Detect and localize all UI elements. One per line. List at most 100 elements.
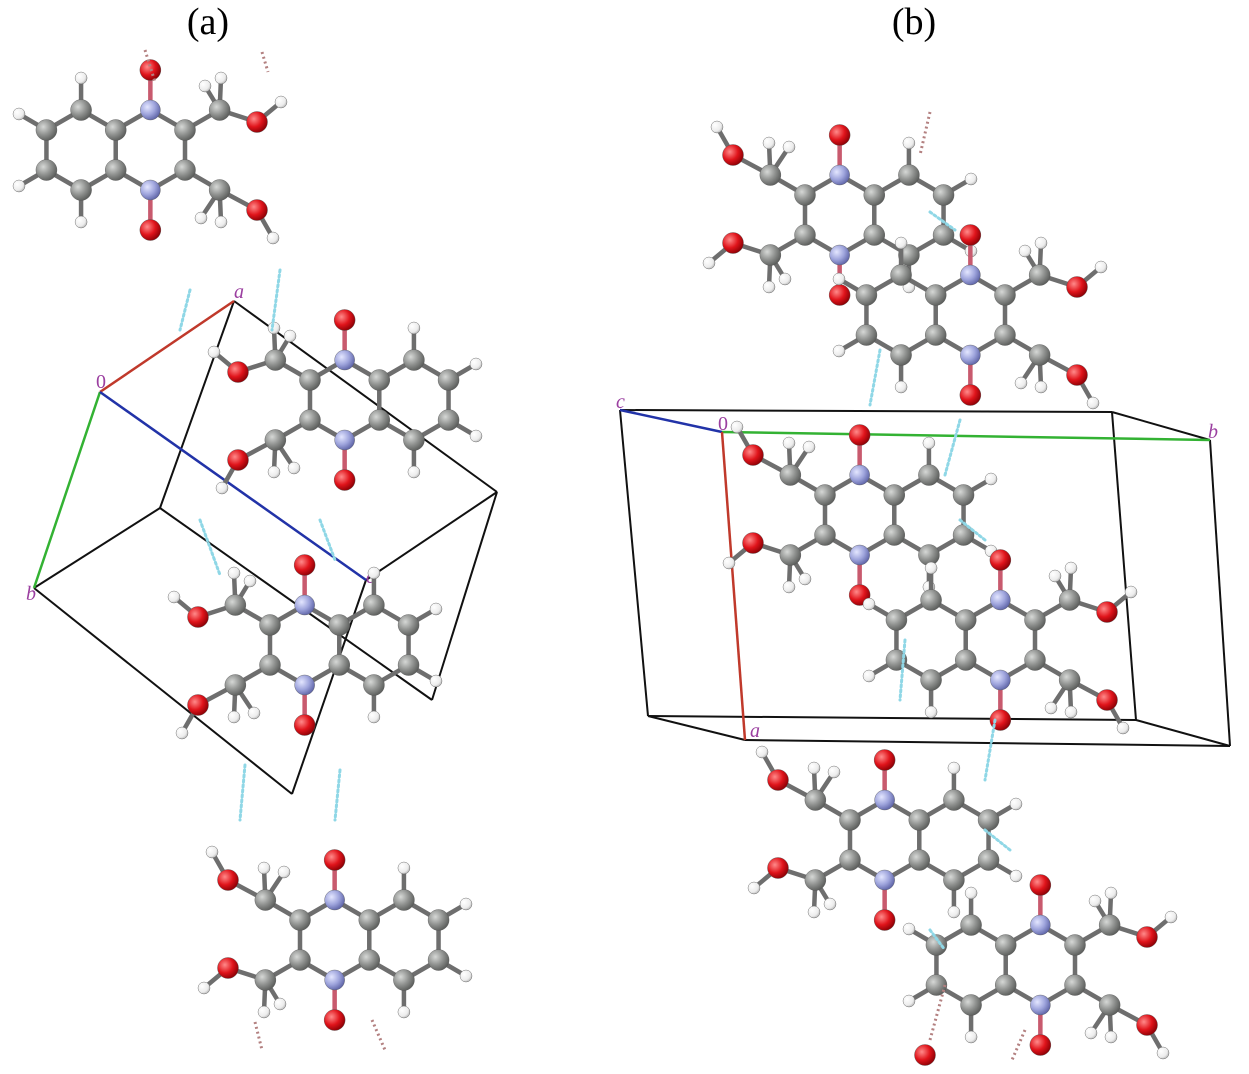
hydrogen-atom [964, 886, 978, 900]
hydrogen-atom [429, 602, 443, 616]
hydrogen-atom [798, 572, 812, 586]
nitrogen-atom [829, 244, 850, 266]
hydrogen-atom [1088, 894, 1102, 908]
hydrogen-atom [243, 574, 257, 588]
hydrogen-bond [928, 210, 957, 232]
hydrogen-atom [722, 556, 736, 570]
nitrogen-atom [990, 669, 1011, 691]
hydrogen-atom [1014, 376, 1028, 390]
hydrogen-atom [274, 95, 288, 109]
nitrogen-atom [990, 589, 1011, 611]
oxygen-atom [742, 532, 764, 554]
carbon-atom [1058, 589, 1081, 611]
oxygen-atom [323, 849, 346, 871]
hydrogen-atom [1116, 721, 1130, 735]
hydrogen-atom [215, 481, 229, 495]
carbon-atom [932, 184, 955, 206]
hydrogen-atom [894, 236, 908, 250]
panel-b-axis-c-label: c [616, 391, 625, 413]
nitrogen-atom [960, 264, 981, 286]
oxygen-atom [227, 361, 249, 383]
hydrogen-atom [862, 669, 876, 683]
hydrogen-atom [1034, 380, 1048, 394]
hydrogen-bond [270, 268, 282, 332]
carbon-atom [955, 649, 977, 671]
carbon-atom [925, 974, 948, 996]
carbon-atom [977, 809, 1000, 831]
oxygen-atom [848, 424, 871, 446]
oxygen-atom [1066, 276, 1088, 298]
oxygen-atom [293, 714, 316, 736]
carbon-atom [779, 464, 802, 486]
carbon-atom [1058, 669, 1081, 691]
nitrogen-atom [140, 179, 161, 201]
carbon-atom [839, 849, 861, 871]
hydrogen-atom [1009, 797, 1023, 811]
nitrogen-atom [334, 349, 355, 371]
hydrogen-atom [397, 861, 411, 875]
carbon-atom [1098, 994, 1121, 1016]
carbon-atom [427, 909, 450, 931]
hydrogen-atom [273, 997, 287, 1011]
oxygen-atom [767, 769, 789, 791]
hydrogen-bond [333, 768, 342, 822]
hydrogen-atom [175, 726, 189, 740]
hydrogen-atom [469, 429, 483, 443]
carbon-atom [264, 349, 287, 371]
hydrogen-atom [710, 120, 724, 134]
hydrogen-atom [964, 172, 978, 186]
oxygen-atom [959, 224, 982, 246]
carbon-atom [259, 654, 281, 676]
carbon-atom [920, 669, 942, 691]
hydrogen-atom [367, 566, 381, 580]
hydrogen-bond [868, 348, 882, 407]
carbon-atom [863, 184, 885, 206]
carbon-atom [977, 849, 1000, 871]
carbon-atom [358, 909, 380, 931]
carbon-atom [932, 224, 955, 246]
hydrogen-atom [964, 1030, 978, 1044]
hydrogen-atom [902, 994, 916, 1008]
carbon-atom [794, 184, 816, 206]
carbon-atom [883, 484, 905, 506]
hydrogen-atom [894, 380, 908, 394]
carbon-atom [224, 594, 247, 616]
panel-b-unit-cell [619, 409, 1231, 747]
hydrogen-bond-continuation [370, 1019, 387, 1051]
carbon-atom [208, 179, 231, 201]
hydrogen-bond-continuation [143, 49, 157, 83]
panel-a-origin-label: 0 [96, 371, 106, 393]
carbon-atom [105, 119, 127, 141]
hydrogen-atom [823, 897, 837, 911]
oxygen-atom [1136, 1014, 1158, 1036]
hydrogen-bond [178, 288, 192, 332]
hydrogen-atom [832, 344, 846, 358]
carbon-atom [943, 869, 965, 891]
hydrogen-atom [778, 272, 792, 286]
carbon-atom [994, 324, 1016, 346]
hydrogen-atom [807, 761, 821, 775]
oxygen-atom [187, 606, 209, 628]
hydrogen-atom [702, 256, 716, 270]
carbon-atom [437, 369, 460, 391]
carbon-atom [397, 614, 420, 636]
nitrogen-atom [294, 674, 315, 696]
oxygen-atom [828, 124, 851, 146]
oxygen-atom [1029, 874, 1052, 896]
carbon-atom [1028, 344, 1051, 366]
nitrogen-atom [874, 789, 895, 811]
hydrogen-atom [902, 136, 916, 150]
oxygen-atom [989, 549, 1012, 571]
carbon-atom [289, 909, 311, 931]
hydrogen-bond-continuation [260, 51, 270, 73]
hydrogen-atom [257, 861, 271, 875]
hydrogen-bond [898, 638, 907, 702]
oxygen-atom [828, 284, 851, 306]
nitrogen-atom [140, 99, 161, 121]
oxygen-atom [873, 749, 896, 771]
carbon-atom [358, 949, 380, 971]
panel-a-structure: 0 a b c [12, 49, 498, 1051]
carbon-atom [925, 934, 948, 956]
oxygen-atom [333, 309, 356, 331]
nitrogen-atom [294, 594, 315, 616]
